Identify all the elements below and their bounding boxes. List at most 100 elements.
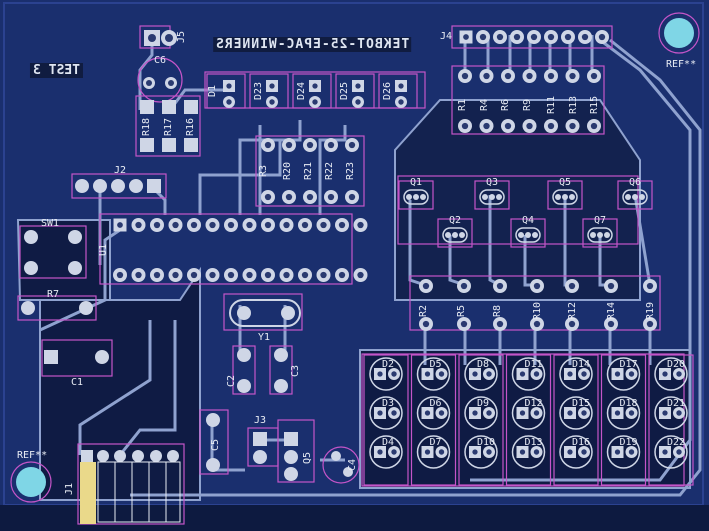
transistor-pad <box>639 194 645 200</box>
label-r23: R23 <box>345 161 357 181</box>
resistor-pad-hole <box>285 193 293 201</box>
led-column-outline <box>600 354 647 486</box>
led-outline <box>292 73 332 109</box>
q5-regulator <box>284 432 298 481</box>
label-q5b: Q5 <box>559 177 572 188</box>
led-pad-hole <box>567 410 573 416</box>
u1-pin-hole <box>246 221 253 229</box>
led-pad-hole <box>269 83 275 89</box>
transistor-outline <box>474 180 510 210</box>
label-d6: D6 <box>429 398 442 409</box>
transistor-outline <box>617 180 653 210</box>
led-body <box>369 396 403 430</box>
label-r1: R1 <box>457 98 469 112</box>
led-pad-hole <box>676 449 682 455</box>
label-ref-bottom: REF** <box>17 450 48 461</box>
label-d15: D15 <box>572 398 591 409</box>
resistor-pad-hole <box>547 122 555 130</box>
led-pad-hole <box>533 371 540 377</box>
resistor-pad-hole <box>496 320 504 328</box>
c6-capacitor-top <box>143 77 177 89</box>
label-j5: J5 <box>176 30 188 44</box>
resistor-pad-hole <box>496 282 504 290</box>
transistor-pad <box>562 194 568 200</box>
label-d5: D5 <box>429 359 442 370</box>
u1-pin-hole <box>301 271 309 279</box>
led-pad-hole <box>581 449 587 455</box>
j4-pin-hole <box>547 33 555 41</box>
led-body <box>464 357 498 391</box>
led-body <box>654 357 688 391</box>
resistor-pad-hole <box>533 282 541 290</box>
u1-pin-hole <box>357 271 364 279</box>
transistor-pad <box>459 232 465 238</box>
led-pad-hole <box>676 371 682 377</box>
u1-pin-hole <box>320 221 327 229</box>
transistor-pad <box>413 194 419 200</box>
led-body <box>511 396 546 430</box>
led-body <box>369 435 403 469</box>
j4-pin-hole <box>564 33 572 41</box>
resistor-pad-hole <box>590 122 598 130</box>
label-c6-top: C6 <box>154 55 167 66</box>
u1-pin-hole <box>117 222 123 228</box>
j5-header <box>144 30 177 46</box>
top-right-resistors <box>458 69 601 133</box>
c2-c3-capacitors <box>237 348 288 393</box>
resistor-pad-hole <box>547 72 555 80</box>
resistor-pad-hole <box>533 320 541 328</box>
label-y1: Y1 <box>258 332 271 343</box>
led-outline <box>335 73 375 109</box>
u1-pin-hole <box>135 221 142 229</box>
label-d21: D21 <box>667 398 686 409</box>
u1-pin-hole <box>320 271 327 279</box>
led-pad-hole <box>398 99 404 105</box>
label-u1: U1 <box>98 243 110 257</box>
led-pad-hole <box>438 449 445 455</box>
label-c4: C4 <box>347 458 359 472</box>
u1-dip-pins <box>113 218 368 282</box>
transistor-pad <box>597 232 603 238</box>
label-r7: R7 <box>47 289 60 300</box>
label-r2: R2 <box>418 304 430 318</box>
transistor-body <box>479 189 505 205</box>
led-pad-hole <box>391 410 397 416</box>
led-body <box>606 435 641 469</box>
led-pad-hole <box>486 449 492 455</box>
led-pad-hole <box>486 371 492 377</box>
resistor-pad-hole <box>285 141 293 149</box>
u1-pin-hole <box>264 221 272 229</box>
led-body <box>559 396 593 430</box>
u1-pin-hole <box>227 221 235 229</box>
label-r20: R20 <box>282 161 294 181</box>
j4-pin-hole <box>530 33 538 41</box>
label-q2: Q2 <box>449 215 462 226</box>
transistor-body <box>622 189 648 205</box>
c5-capacitor <box>206 413 220 472</box>
c1-capacitor <box>44 350 109 364</box>
transistor-pad <box>452 232 458 238</box>
led-pad-hole <box>472 449 478 455</box>
label-r19: R19 <box>645 301 657 321</box>
led-pad-hole <box>424 449 431 455</box>
transistor-pad <box>482 194 488 200</box>
led-body <box>511 435 546 469</box>
led-pad-hole <box>391 449 397 455</box>
led-body <box>464 435 498 469</box>
u1-pin-hole <box>338 271 346 279</box>
label-c5: C5 <box>210 438 222 452</box>
resistor-pad-hole <box>526 122 533 130</box>
led-outline <box>378 73 418 109</box>
transistor-pad <box>555 194 561 200</box>
label-q7: Q7 <box>594 215 607 226</box>
label-c2: C2 <box>226 374 238 388</box>
transistor-outline <box>437 218 473 248</box>
led-pad-hole <box>533 449 540 455</box>
resistor-pad-hole <box>526 72 533 80</box>
label-d22: D22 <box>667 437 686 448</box>
u1-pin-hole <box>246 271 253 279</box>
label-d18: D18 <box>619 398 638 409</box>
resistor-pad-hole <box>504 122 512 130</box>
transistors <box>398 180 653 248</box>
j4-pin-hole <box>463 34 469 40</box>
